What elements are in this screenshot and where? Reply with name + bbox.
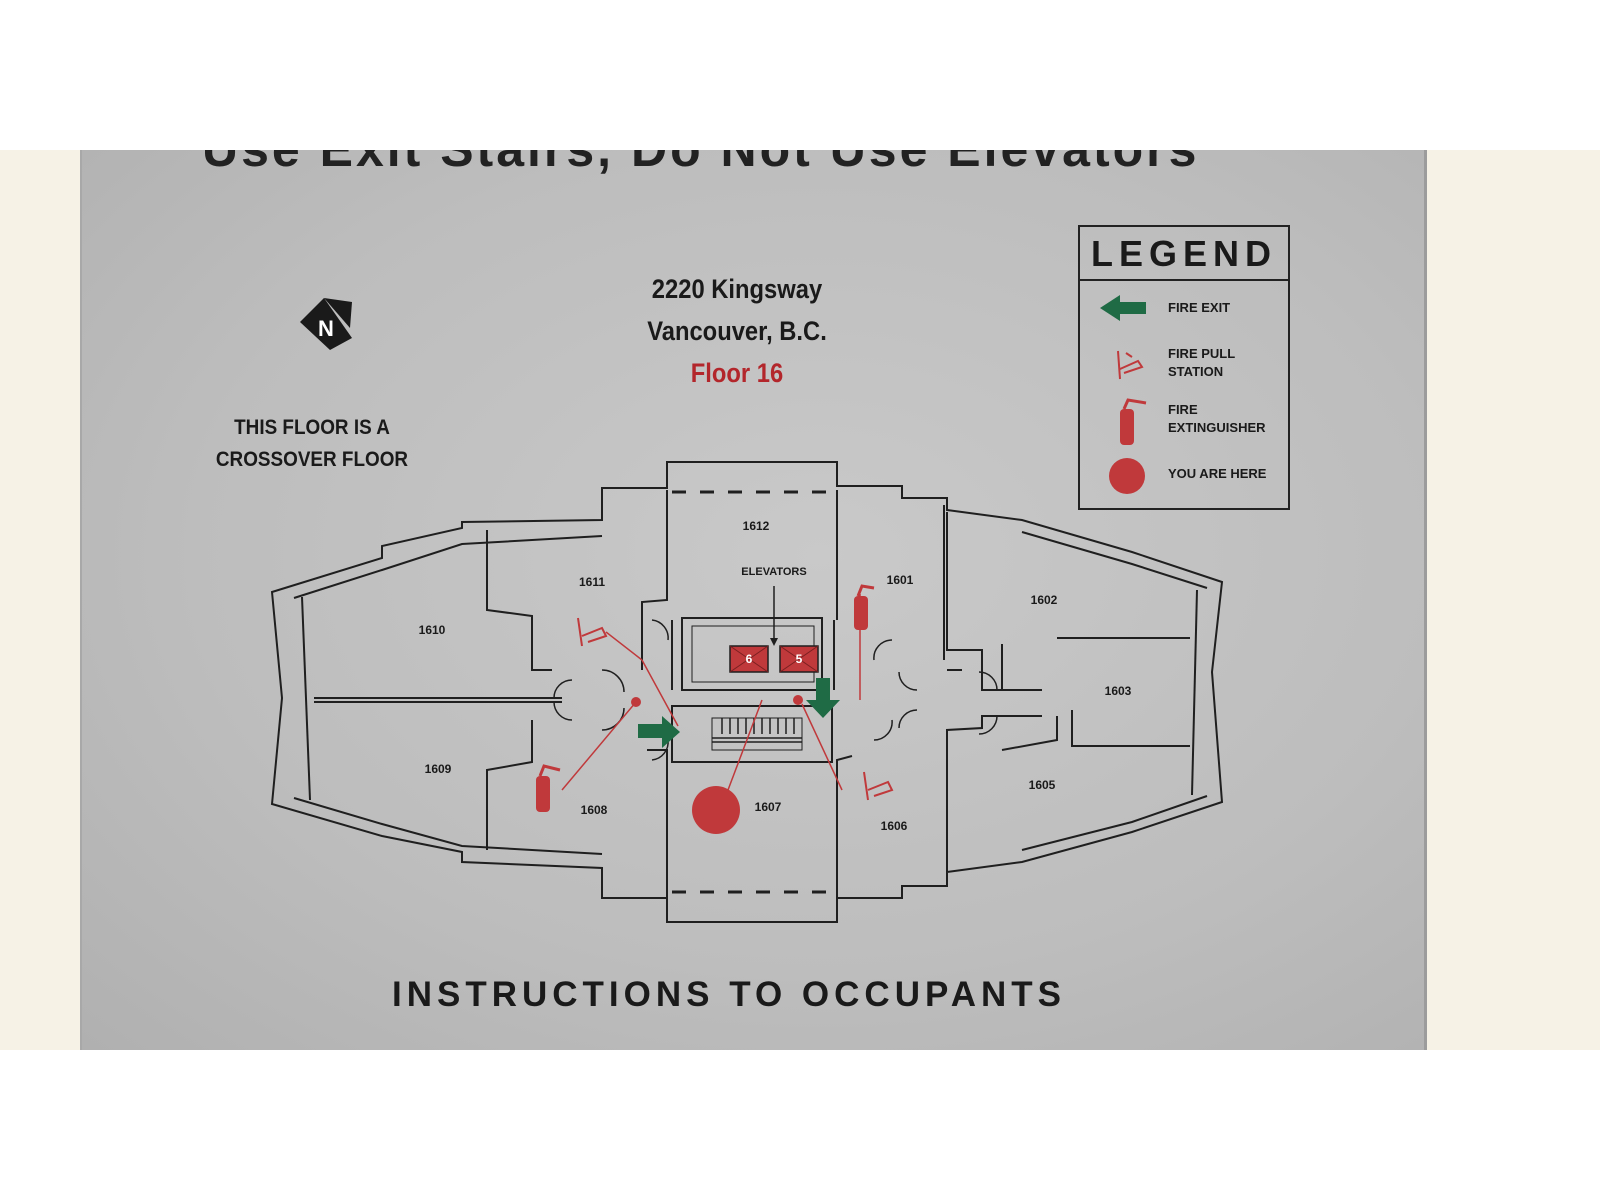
green-arrow-icon xyxy=(1100,295,1146,321)
fire-pull-station-icon xyxy=(1117,350,1144,380)
unit-label: 1601 xyxy=(886,573,914,587)
address-block: 2220 Kingsway Vancouver, B.C. Floor 16 xyxy=(592,268,882,394)
unit-label: 1602 xyxy=(1030,593,1058,607)
stair-treads xyxy=(712,718,802,743)
north-letter: N xyxy=(318,316,334,341)
unit-label: 1611 xyxy=(578,575,606,589)
legend-title: LEGEND xyxy=(1080,227,1288,281)
unit-label: 1605 xyxy=(1028,778,1056,792)
unit-label: 1603 xyxy=(1104,684,1132,698)
legend-you-are-here-label: YOU ARE HERE xyxy=(1168,466,1267,481)
address-street: 2220 Kingsway xyxy=(651,274,823,304)
legend-fire-pull-line-1: FIRE PULL xyxy=(1168,346,1236,361)
door-swings xyxy=(553,619,998,761)
unit-label: 1608 xyxy=(580,803,608,817)
route-marker xyxy=(793,695,803,705)
elevator-number: 5 xyxy=(795,652,803,666)
red-dot-icon xyxy=(1109,458,1145,494)
floor-label: Floor 16 xyxy=(690,358,784,388)
fire-pull-station-icon xyxy=(863,771,894,801)
crossover-line-2: CROSSOVER FLOOR xyxy=(215,448,409,471)
crossover-notice: THIS FLOOR IS A CROSSOVER FLOOR xyxy=(192,412,432,476)
evacuation-route-lines xyxy=(561,594,861,791)
north-arrow-icon: N xyxy=(300,298,352,350)
fire-exit-arrow-west xyxy=(638,716,680,748)
route-marker xyxy=(631,697,641,707)
floor-plan: N xyxy=(270,298,1224,923)
plan-fire-extinguishers xyxy=(536,584,875,812)
fire-exit-arrow-south xyxy=(806,678,840,718)
fire-extinguisher-icon xyxy=(854,596,868,630)
fire-extinguisher-icon xyxy=(1120,398,1147,445)
legend: LEGEND FIRE EXIT FIRE PULL STATION FIRE … xyxy=(1078,225,1290,510)
plan-fire-pull-stations xyxy=(577,617,894,801)
elevator-number: 6 xyxy=(745,652,753,666)
fire-extinguisher-icon xyxy=(536,776,550,812)
fire-pull-station-icon xyxy=(577,617,608,647)
photo-strip: Use Exit Stairs, Do Not Use Elevators N xyxy=(0,150,1600,1050)
you-are-here-marker xyxy=(692,786,740,834)
elevator-cars xyxy=(729,586,819,673)
crossover-line-1: THIS FLOOR IS A xyxy=(234,416,390,439)
legend-fire-pull-line-2: STATION xyxy=(1168,364,1224,379)
cut-off-sign-title: Use Exit Stairs, Do Not Use Elevators xyxy=(202,150,1199,178)
window-dashes xyxy=(672,490,832,894)
unit-label: 1606 xyxy=(880,819,908,833)
unit-label: 1609 xyxy=(424,762,452,776)
unit-label: 1607 xyxy=(754,800,782,814)
address-city: Vancouver, B.C. xyxy=(647,316,827,346)
legend-fire-exit-label: FIRE EXIT xyxy=(1168,300,1231,315)
instructions-heading: INSTRUCTIONS TO OCCUPANTS xyxy=(392,975,1066,1014)
fire-exit-arrows xyxy=(638,678,840,748)
elevators-label: ELEVATORS xyxy=(741,566,807,578)
unit-label: 1612 xyxy=(742,519,770,533)
legend-extinguisher-line-1: FIRE xyxy=(1168,402,1198,417)
unit-label: 1610 xyxy=(418,623,446,637)
evacuation-sign: Use Exit Stairs, Do Not Use Elevators N xyxy=(80,150,1427,1050)
legend-extinguisher-line-2: EXTINGUISHER xyxy=(1168,420,1266,435)
